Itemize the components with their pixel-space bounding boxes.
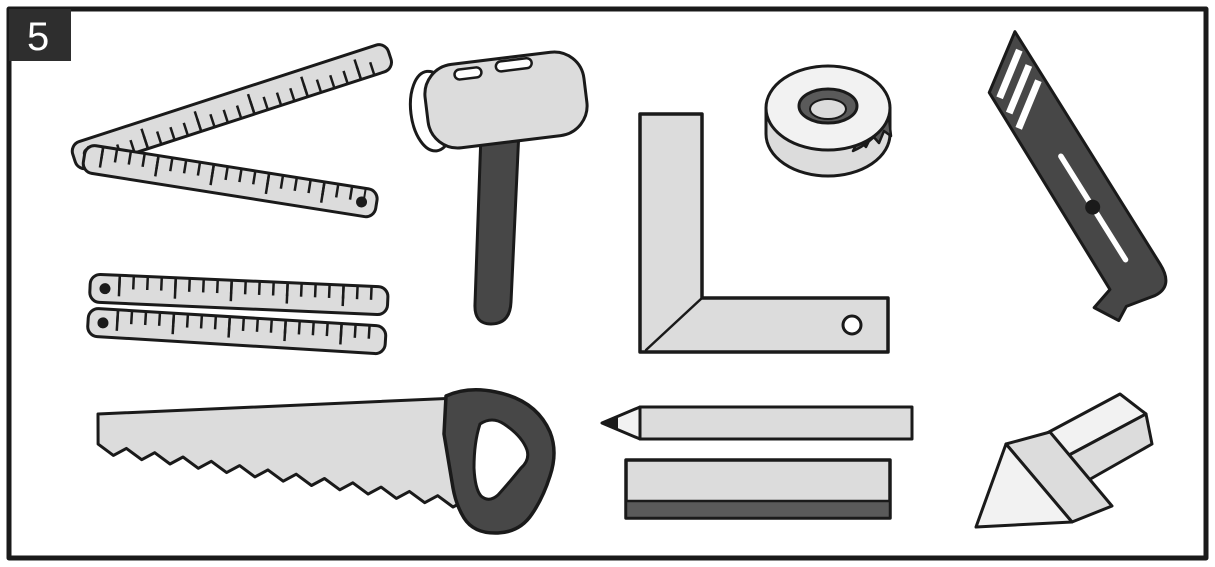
blade-segment-line bbox=[996, 48, 1023, 100]
carpenters-square-icon bbox=[638, 112, 890, 354]
pencil-tip bbox=[600, 405, 642, 441]
rivet-dot bbox=[97, 317, 109, 329]
folding-ruler-icon bbox=[70, 43, 393, 356]
step-number-badge: 5 bbox=[9, 9, 71, 61]
saw-handle-hole bbox=[472, 418, 530, 501]
knife-body bbox=[987, 30, 1168, 323]
wedge-front-face bbox=[974, 442, 1074, 529]
rivet-dot bbox=[356, 196, 368, 208]
mallet-slot bbox=[494, 56, 533, 73]
figure-border bbox=[6, 6, 1209, 561]
saw-blade bbox=[96, 396, 468, 509]
step-number: 5 bbox=[27, 15, 49, 59]
mallet-handle bbox=[473, 128, 521, 326]
blade-segment-line bbox=[1005, 64, 1033, 115]
wooden-wedges-icon bbox=[974, 392, 1154, 529]
straightedge-icon bbox=[624, 458, 892, 520]
mallet-head bbox=[408, 50, 589, 153]
ruler-ticks-minor bbox=[89, 59, 383, 166]
ruler-ticks-minor bbox=[117, 275, 381, 301]
mallet-slot bbox=[453, 66, 483, 81]
blade-segment-line bbox=[1015, 79, 1042, 130]
tape-hole-inner bbox=[809, 98, 847, 120]
slat-body bbox=[86, 307, 388, 356]
utility-knife-icon bbox=[987, 30, 1168, 323]
tape-roll-icon bbox=[764, 64, 893, 178]
hand-saw-icon bbox=[96, 388, 556, 535]
ruler-slat bbox=[86, 307, 388, 356]
square-miter-line bbox=[644, 296, 704, 352]
slat-body bbox=[70, 43, 393, 171]
ruler-slat bbox=[81, 144, 379, 219]
slat-body bbox=[88, 272, 390, 317]
straightedge-strip bbox=[624, 499, 892, 520]
wedge-front bbox=[974, 430, 1114, 529]
knife-slider-button bbox=[1085, 199, 1101, 215]
ruler-ticks-minor bbox=[115, 310, 379, 340]
pencil-body bbox=[638, 405, 914, 441]
slat-body bbox=[81, 144, 379, 219]
rivet-dot bbox=[99, 283, 111, 295]
square-body bbox=[638, 112, 890, 354]
step-badge-box bbox=[9, 9, 71, 61]
rubber-mallet-icon bbox=[408, 50, 589, 326]
pencil-lead bbox=[601, 415, 618, 431]
pencil-icon bbox=[600, 405, 914, 441]
square-hole bbox=[841, 314, 863, 336]
ruler-slat bbox=[88, 272, 390, 317]
